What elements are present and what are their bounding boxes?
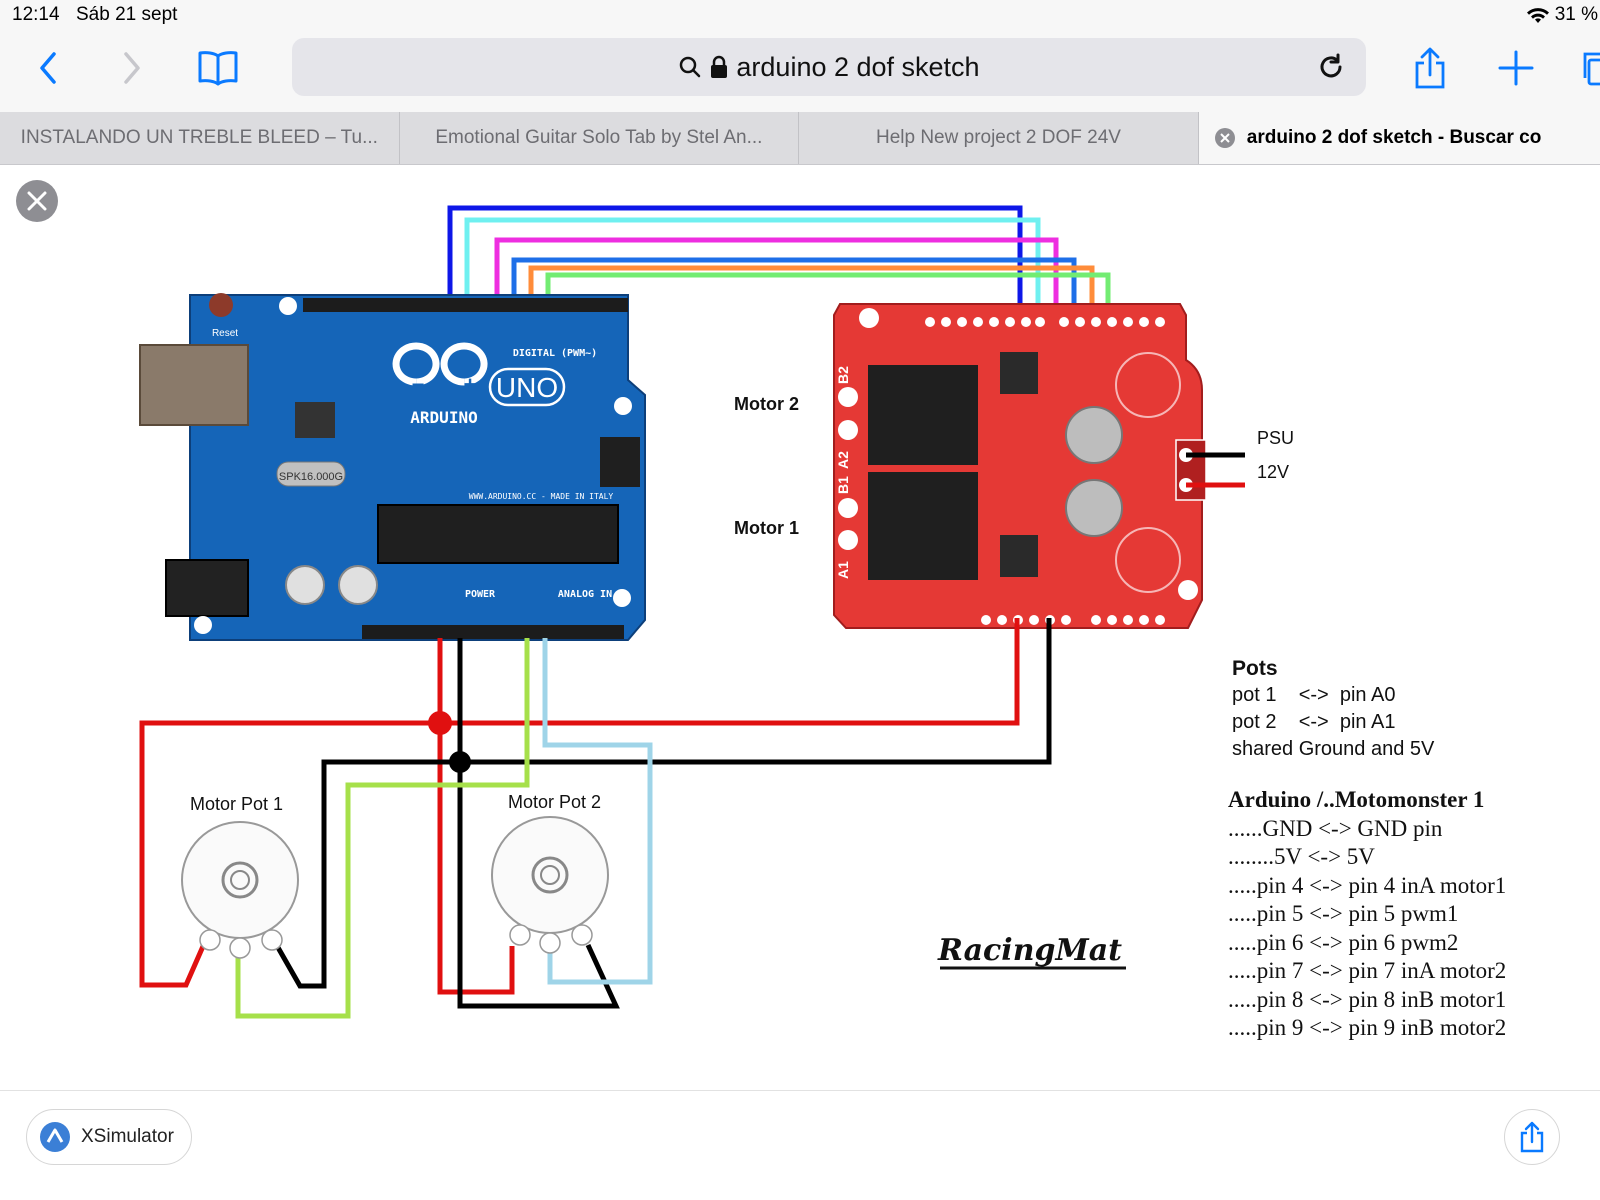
close-image-button[interactable]: [16, 180, 58, 222]
pots-title: Pots: [1232, 657, 1278, 680]
tab-label: arduino 2 dof sketch - Buscar co: [1246, 127, 1542, 148]
wiring-diagram: SPK16.000G Reset − + UNO ARDUINO DIGITAL…: [139, 205, 1294, 1019]
share-icon: [1520, 1121, 1544, 1153]
pots-line: pot 1 <-> pin A0: [1232, 684, 1396, 706]
bookmarks-button[interactable]: [196, 46, 240, 90]
browser-toolbar: arduino 2 dof sketch: [0, 32, 1600, 112]
motomonster-title: Arduino /..Motomonster 1: [1228, 787, 1485, 812]
close-tab-icon[interactable]: [1214, 128, 1235, 148]
close-icon: [27, 191, 47, 211]
plus-icon: [1498, 50, 1534, 86]
tab-label: Help New project 2 DOF 24V: [875, 127, 1121, 148]
back-button[interactable]: [26, 46, 70, 90]
pot2-label: Motor Pot 2: [508, 792, 601, 812]
b1-label: B1: [835, 476, 851, 494]
motomonster-line: .....pin 8 <-> pin 8 inB motor1: [1228, 986, 1507, 1012]
pots-line: shared Ground and 5V: [1232, 738, 1435, 760]
motomonster-line: ........5V <-> 5V: [1228, 844, 1375, 869]
address-bar[interactable]: arduino 2 dof sketch: [292, 38, 1366, 96]
motomonster-notes: Arduino /..Motomonster 1 ......GND <-> G…: [1228, 786, 1506, 1043]
motor-driver-board: A1 B1 A2 B2: [833, 303, 1207, 629]
status-date: Sáb 21 sept: [76, 4, 178, 25]
racingmat-logo: RacingMat: [937, 933, 1122, 968]
chevron-left-icon: [40, 52, 56, 84]
reload-icon[interactable]: [1316, 52, 1346, 82]
book-icon: [198, 51, 238, 86]
image-source-bar: XSimulator: [0, 1090, 1600, 1200]
power-header-label: POWER: [465, 589, 496, 600]
svg-text:−: −: [412, 372, 425, 397]
share-icon: [1415, 47, 1445, 89]
motomonster-line: .....pin 7 <-> pin 7 inA motor2: [1228, 958, 1507, 983]
forward-button[interactable]: [110, 46, 154, 90]
search-icon: [680, 56, 701, 78]
motor-pot-2: [491, 816, 609, 954]
svg-text:+: +: [464, 372, 477, 397]
tab-guitar-solo[interactable]: Emotional Guitar Solo Tab by Stel An...: [400, 112, 800, 164]
crystal-label: SPK16.000G: [279, 471, 343, 483]
pot1-label: Motor Pot 1: [190, 794, 283, 814]
reset-label: Reset: [212, 328, 238, 339]
motor1-label: Motor 1: [734, 518, 799, 538]
site-favicon-icon: [40, 1122, 70, 1152]
source-label: XSimulator: [81, 1126, 174, 1147]
pots-notes: Pots pot 1 <-> pin A0 pot 2 <-> pin A1 s…: [1232, 655, 1434, 763]
tab-label: INSTALANDO UN TREBLE BLEED – Tu...: [20, 127, 378, 148]
share-image-button[interactable]: [1504, 1109, 1560, 1165]
tabs-overview-button[interactable]: [1574, 46, 1600, 90]
psu-label: PSU: [1257, 428, 1294, 448]
digital-header-label: DIGITAL (PWM~): [513, 348, 597, 359]
tab-bar: INSTALANDO UN TREBLE BLEED – Tu... Emoti…: [0, 112, 1600, 165]
tabs-icon: [1583, 52, 1600, 86]
motomonster-line: .....pin 6 <-> pin 6 pwm2: [1228, 929, 1459, 955]
b2-label: B2: [835, 366, 851, 384]
motor2-label: Motor 2: [734, 394, 799, 414]
tab-label: Emotional Guitar Solo Tab by Stel An...: [435, 127, 763, 148]
new-tab-button[interactable]: [1494, 46, 1538, 90]
motor-pot-1: [181, 821, 299, 959]
motomonster-line: .....pin 5 <-> pin 5 pwm1: [1228, 901, 1459, 926]
analog-header-label: ANALOG IN: [558, 589, 612, 600]
tab-arduino-search[interactable]: arduino 2 dof sketch - Buscar co: [1198, 112, 1600, 164]
chevron-right-icon: [124, 52, 140, 84]
arduino-uno-board: SPK16.000G Reset − + UNO ARDUINO DIGITAL…: [139, 293, 646, 641]
wifi-icon: [1527, 8, 1549, 23]
a2-label: A2: [835, 451, 851, 469]
motomonster-line: .....pin 4 <-> pin 4 inA motor1: [1228, 872, 1507, 898]
voltage-label: 12V: [1257, 462, 1289, 482]
a1-label: A1: [835, 561, 851, 579]
status-time: 12:14: [12, 4, 60, 25]
lock-icon: [711, 55, 728, 78]
source-chip[interactable]: XSimulator: [26, 1109, 192, 1165]
battery-level: 31 %: [1554, 4, 1598, 25]
tab-help-project[interactable]: Help New project 2 DOF 24V: [799, 112, 1199, 164]
status-bar: 12:14 Sáb 21 sept 31 %: [0, 0, 1600, 32]
arduino-brand-label: ARDUINO: [410, 408, 477, 427]
website-label: WWW.ARDUINO.CC - MADE IN ITALY: [469, 492, 614, 501]
uno-model-label: UNO: [496, 372, 558, 403]
motomonster-line: .....pin 9 <-> pin 9 inB motor2: [1228, 1015, 1507, 1040]
url-text: arduino 2 dof sketch: [736, 51, 980, 82]
motomonster-line: ......GND <-> GND pin: [1228, 815, 1443, 841]
pots-line: pot 2 <-> pin A1: [1232, 711, 1396, 733]
tab-treble-bleed[interactable]: INSTALANDO UN TREBLE BLEED – Tu...: [0, 112, 400, 164]
share-button[interactable]: [1408, 46, 1452, 90]
